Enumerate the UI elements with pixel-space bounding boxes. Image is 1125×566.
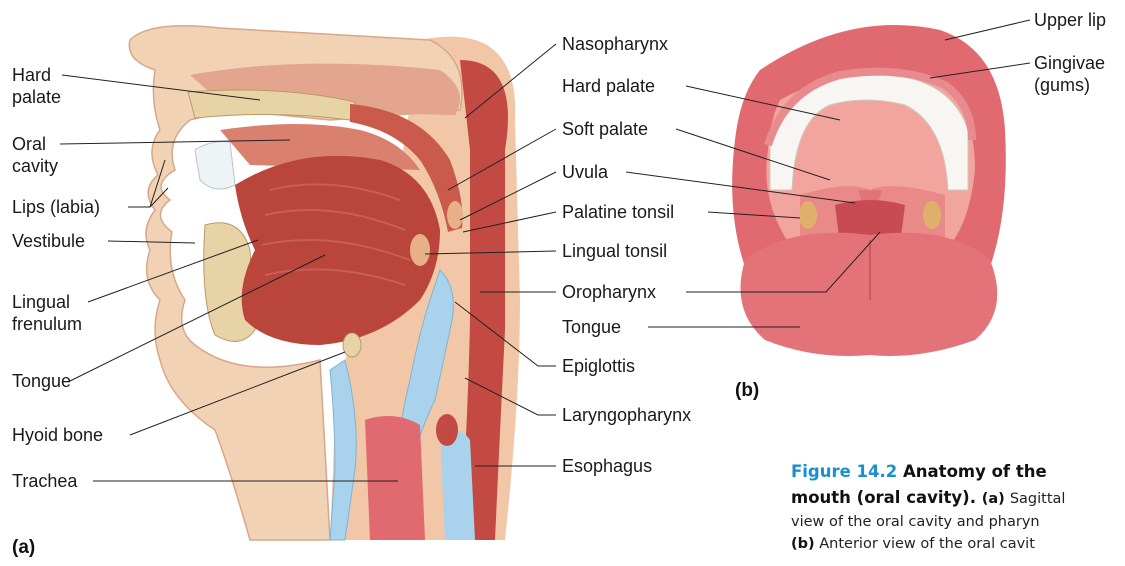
figure-caption-title-line2: mouth (oral cavity). (a) Sagittal <box>791 488 1065 507</box>
label-lingual-frenulum: Lingual frenulum <box>12 291 82 335</box>
palatine-tonsil-left-b <box>799 201 817 229</box>
caption-line3: view of the oral cavity and pharyn <box>791 514 1040 530</box>
lingual-tonsil <box>410 234 430 266</box>
cricoid-cartilage <box>436 414 458 446</box>
label-epiglottis: Epiglottis <box>562 355 635 377</box>
panel-b-tag: (b) <box>735 380 759 402</box>
panel-a-tag: (a) <box>12 537 35 559</box>
caption-a-text: Sagittal <box>1010 491 1066 507</box>
label-tongue-right: Tongue <box>562 316 621 338</box>
caption-line4: (b) Anterior view of the oral cavit <box>791 536 1035 552</box>
caption-a-tag: (a) <box>982 491 1005 507</box>
label-nasopharynx: Nasopharynx <box>562 33 668 55</box>
label-hyoid-bone: Hyoid bone <box>12 424 103 446</box>
palatine-tonsil <box>447 201 463 229</box>
hyoid-bone <box>343 333 361 357</box>
caption-b-text: Anterior view of the oral cavit <box>819 536 1035 552</box>
caption-title-part1: Anatomy of the <box>903 462 1047 481</box>
label-uvula: Uvula <box>562 161 608 183</box>
upper-teeth <box>195 142 235 189</box>
label-oropharynx: Oropharynx <box>562 281 656 303</box>
label-esophagus: Esophagus <box>562 455 652 477</box>
figure-number: Figure 14.2 <box>791 462 897 481</box>
label-trachea: Trachea <box>12 470 77 492</box>
label-palatine-tonsil: Palatine tonsil <box>562 201 674 223</box>
label-vestibule: Vestibule <box>12 230 85 252</box>
label-tongue-left: Tongue <box>12 370 71 392</box>
tongue-b <box>741 233 998 356</box>
sagittal-section <box>129 26 520 540</box>
label-oral-cavity: Oral cavity <box>12 133 58 177</box>
label-hard-palate-right: Hard palate <box>562 75 655 97</box>
label-soft-palate: Soft palate <box>562 118 648 140</box>
anterior-view <box>732 25 1006 356</box>
label-lingual-tonsil: Lingual tonsil <box>562 240 667 262</box>
palatine-tonsil-right-b <box>923 201 941 229</box>
label-hard-palate-left: Hard palate <box>12 64 61 108</box>
caption-title-part2: mouth (oral cavity). <box>791 488 976 507</box>
caption-b-tag: (b) <box>791 536 815 552</box>
figure-caption-title-line1: Figure 14.2 Anatomy of the <box>791 462 1047 481</box>
label-gingivae: Gingivae (gums) <box>1034 52 1105 96</box>
label-lips: Lips (labia) <box>12 196 100 218</box>
label-upper-lip: Upper lip <box>1034 9 1106 31</box>
trachea <box>365 416 425 540</box>
label-laryngopharynx: Laryngopharynx <box>562 404 691 426</box>
